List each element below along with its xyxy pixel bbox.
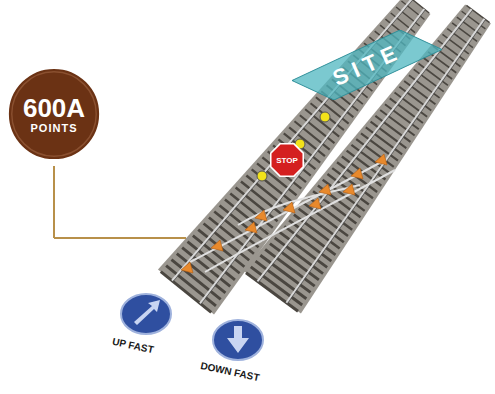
sleeper [193, 236, 240, 274]
sleeper [275, 238, 323, 274]
direction-label: UP FAST [111, 336, 154, 356]
direction-up-fast [121, 294, 171, 334]
sleeper [447, 29, 473, 48]
points-marker [211, 240, 223, 251]
sleeper [442, 34, 468, 53]
direction-label: DOWN FAST [200, 360, 261, 383]
points-marker [283, 202, 295, 213]
sleeper [260, 255, 310, 292]
sleeper [404, 81, 435, 104]
sleeper [401, 1, 424, 20]
points-marker [255, 210, 267, 221]
site-band [292, 30, 442, 100]
points-marker [309, 198, 321, 209]
sleeper [171, 260, 220, 300]
ballast [243, 4, 491, 313]
node-text: STOP [276, 156, 298, 165]
direction-down-fast [213, 320, 263, 360]
site-area: SITE [292, 30, 442, 100]
points-marker [319, 184, 331, 195]
sleeper [414, 69, 444, 91]
points-marker [343, 184, 355, 195]
points-marker [351, 168, 363, 179]
sleeper [280, 232, 328, 267]
leader-line [53, 166, 55, 238]
sleeper [428, 52, 456, 73]
sleeper [391, 13, 415, 33]
sleeper [419, 64, 448, 86]
track-group [158, 0, 491, 315]
node-text: 600A [23, 94, 85, 122]
rail [286, 19, 484, 303]
sleeper [198, 230, 244, 267]
points-marker [245, 222, 257, 233]
sleeper [188, 242, 235, 280]
octagon [271, 144, 304, 177]
callout-disc [8, 68, 100, 160]
sleeper [409, 75, 440, 98]
sleeper [177, 254, 226, 293]
sleeper [265, 249, 315, 286]
rail-shadow [259, 10, 473, 282]
signal-light [257, 171, 267, 181]
sleeper [284, 226, 331, 261]
rail-shadow [287, 20, 485, 304]
callout-ring [12, 72, 96, 156]
sleeper [225, 199, 268, 234]
node-text: POINTS [31, 122, 78, 134]
sleeper [438, 40, 465, 60]
sleeper [423, 58, 452, 79]
points-marker [375, 154, 387, 165]
sleeper [299, 209, 344, 242]
sleeper [289, 220, 335, 254]
crossover-rail [205, 170, 395, 272]
sleeper [396, 7, 420, 26]
sleeper [270, 244, 319, 280]
leader-line [54, 237, 186, 239]
points-marker [181, 262, 193, 273]
rail [258, 9, 472, 281]
stop-sign: STOP [270, 143, 304, 177]
signal-light [320, 112, 330, 122]
crossover-rail [238, 185, 360, 225]
points-callout-circle: 600APOINTS [6, 66, 102, 162]
